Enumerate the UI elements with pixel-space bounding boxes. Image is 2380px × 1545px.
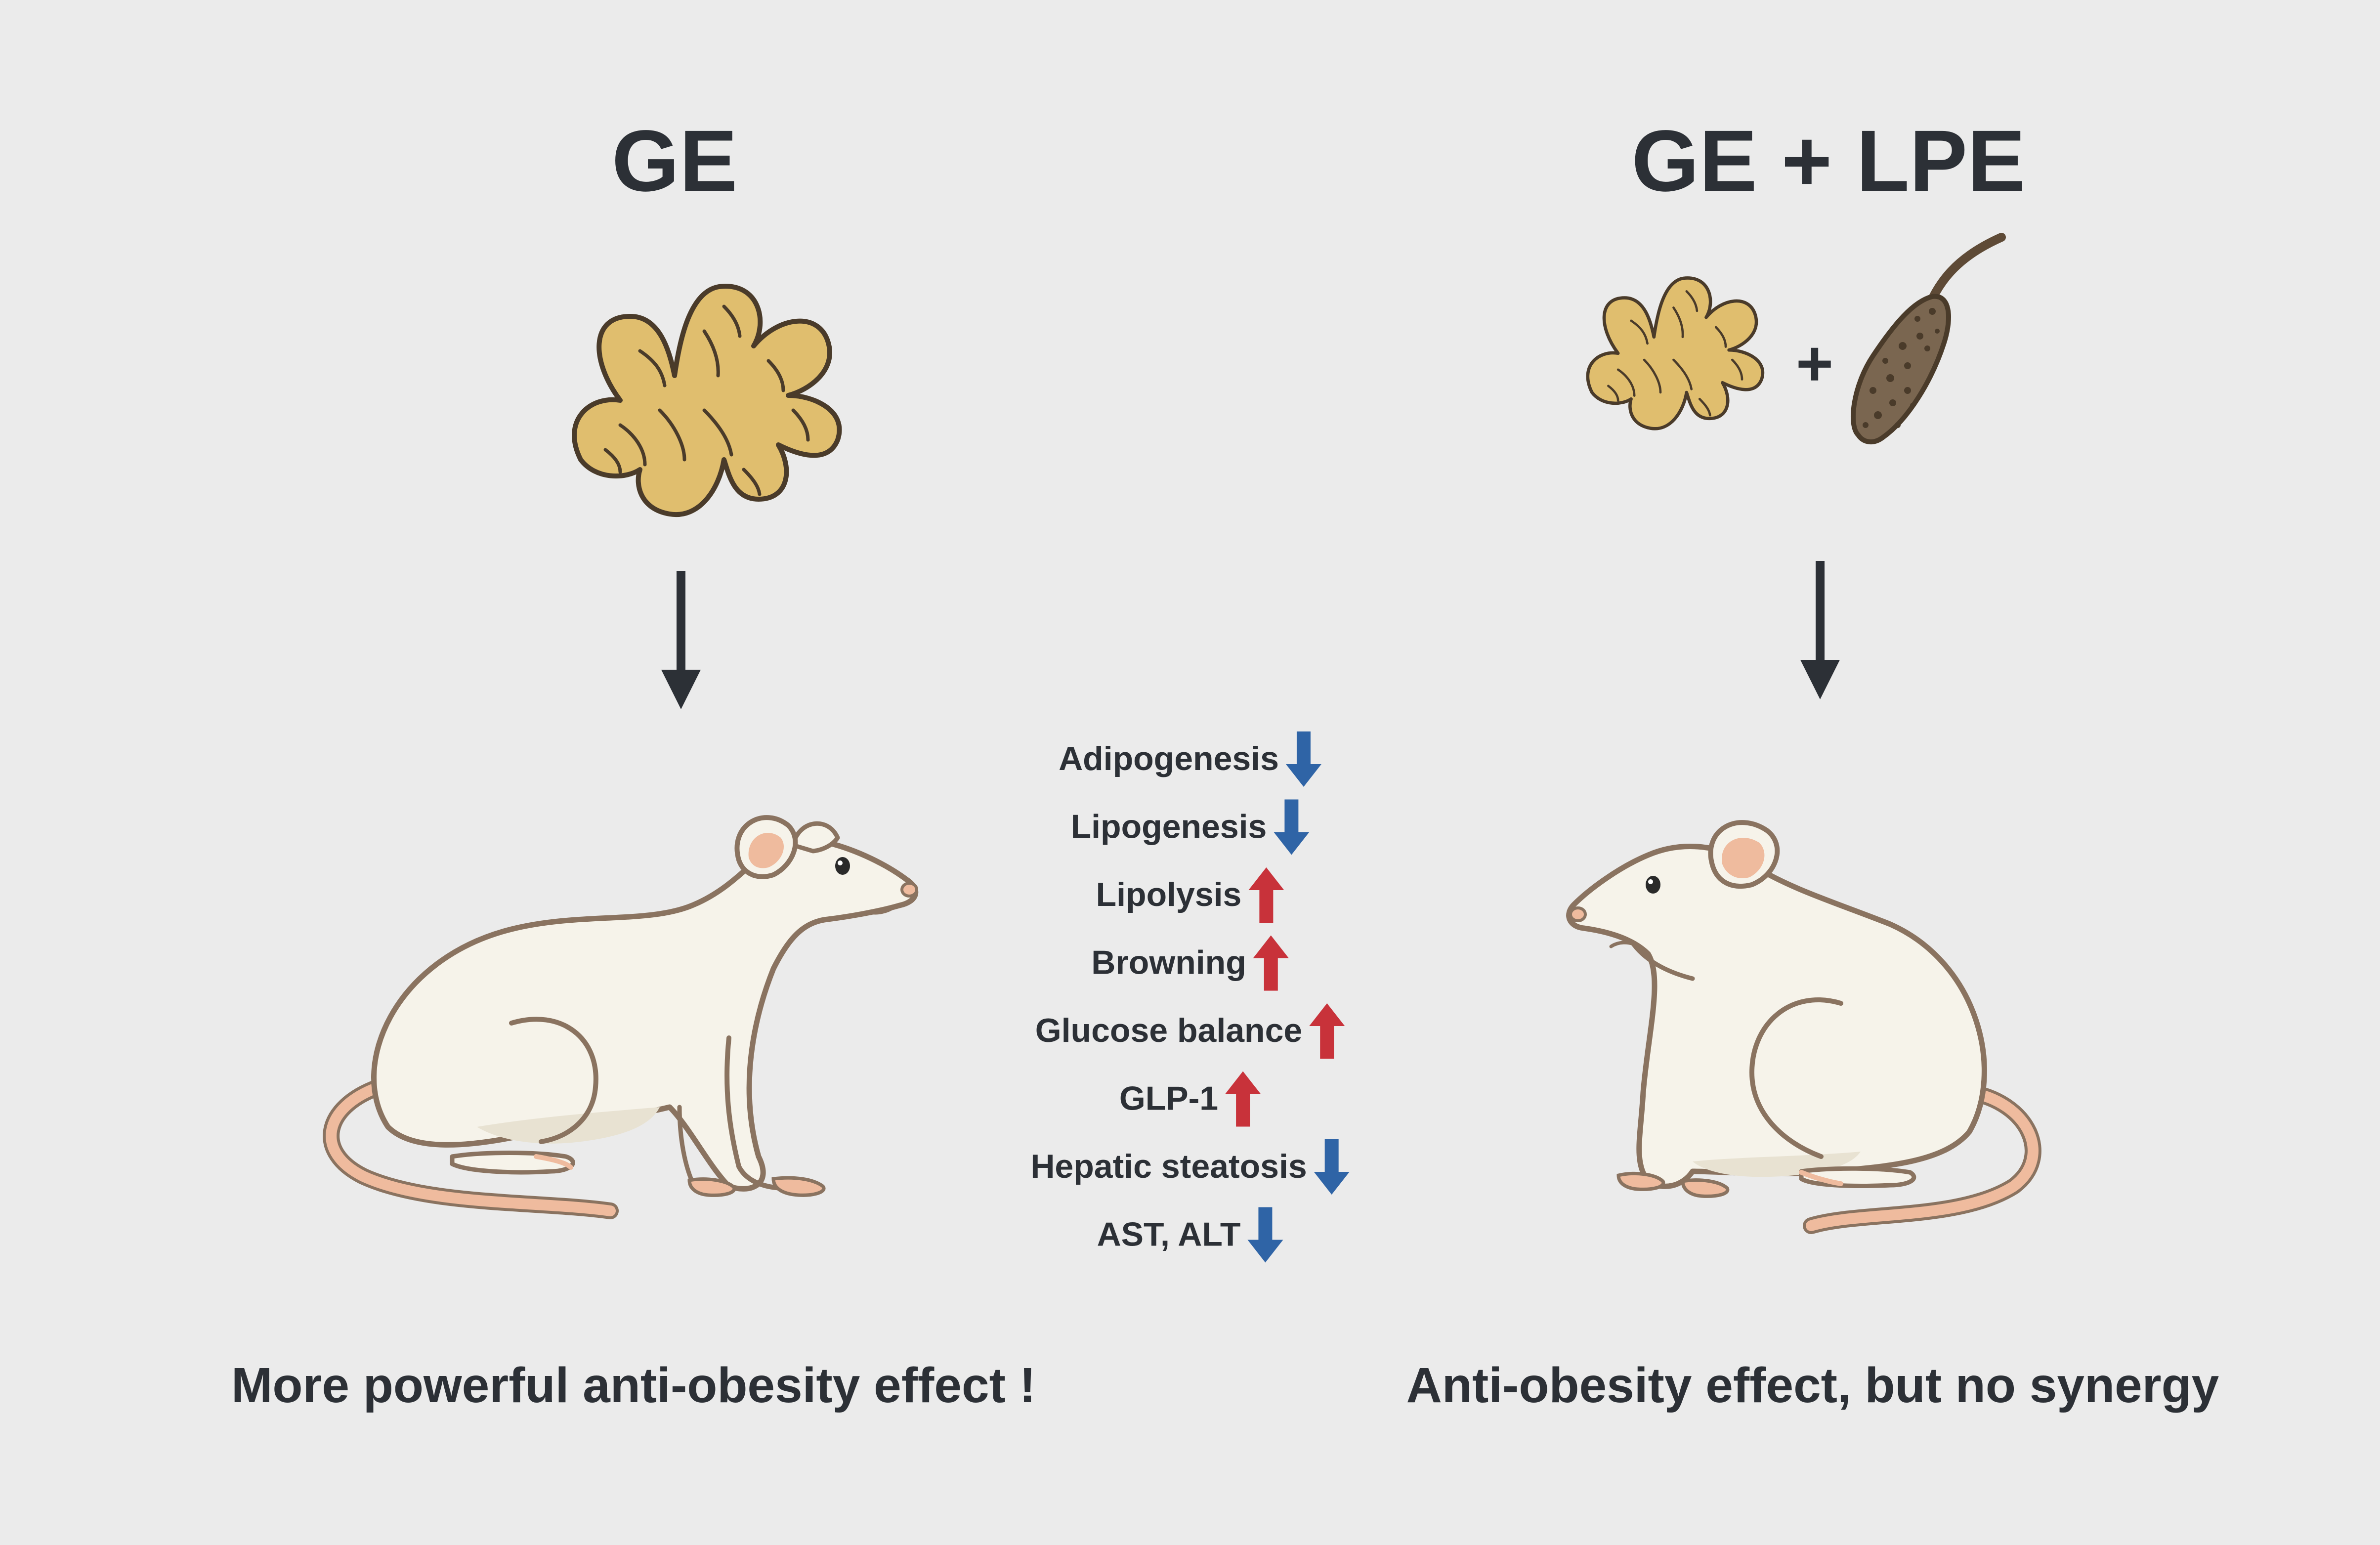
effect-row: AST, ALT <box>1097 1207 1283 1263</box>
effect-row: Adipogenesis <box>1059 731 1321 787</box>
effect-row: Browning <box>1091 935 1289 991</box>
effect-row: Hepatic steatosis <box>1030 1139 1350 1195</box>
long-pepper-icon <box>1851 233 2006 444</box>
effect-label: GLP-1 <box>1119 1080 1218 1117</box>
left-panel: GE More powerful anti-obesity effect ! <box>231 113 1036 1413</box>
rat-icon <box>1569 822 2033 1226</box>
plus-sign: + <box>1796 327 1833 399</box>
effect-label: Lipogenesis <box>1071 808 1267 846</box>
up-arrow-icon <box>1225 1071 1261 1127</box>
rat-icon <box>331 817 917 1211</box>
down-arrow-icon <box>1314 1139 1350 1195</box>
ginger-icon <box>1588 278 1763 429</box>
up-arrow-icon <box>1248 867 1284 923</box>
up-arrow-icon <box>1253 935 1289 991</box>
effect-label: AST, ALT <box>1097 1216 1241 1253</box>
right-panel: GE + LPE + Anti-ob <box>1406 113 2219 1413</box>
effect-label: Browning <box>1091 944 1246 982</box>
effect-label: Lipolysis <box>1096 876 1242 913</box>
right-panel-title: GE + LPE <box>1631 113 2025 210</box>
down-arrow-icon <box>1247 1207 1283 1263</box>
down-arrow-icon <box>1285 731 1321 787</box>
effect-label: Glucose balance <box>1035 1012 1302 1049</box>
effect-row: Glucose balance <box>1035 1003 1345 1059</box>
effect-label: Hepatic steatosis <box>1030 1148 1307 1185</box>
up-arrow-icon <box>1309 1003 1345 1059</box>
effect-label: Adipogenesis <box>1059 740 1279 777</box>
left-panel-title: GE <box>612 113 737 210</box>
down-arrow-icon <box>661 571 701 709</box>
effects-list: AdipogenesisLipogenesisLipolysisBrowning… <box>1030 731 1350 1263</box>
down-arrow-icon <box>1274 799 1310 855</box>
left-panel-caption: More powerful anti-obesity effect ! <box>231 1358 1036 1413</box>
effect-row: Lipolysis <box>1096 867 1284 923</box>
ginger-icon <box>574 286 839 515</box>
right-panel-caption: Anti-obesity effect, but no synergy <box>1406 1358 2219 1413</box>
effect-row: GLP-1 <box>1119 1071 1261 1127</box>
effect-row: Lipogenesis <box>1071 799 1310 855</box>
down-arrow-icon <box>1800 561 1840 699</box>
